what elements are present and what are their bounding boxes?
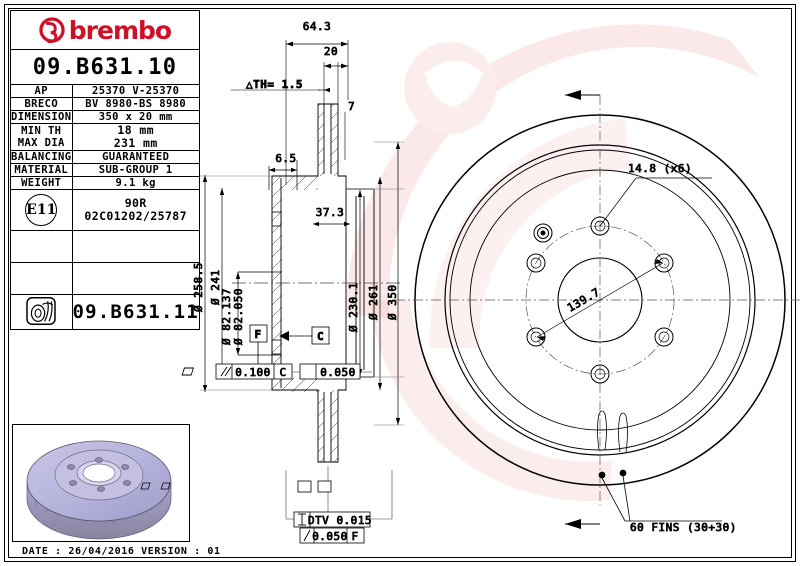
gdt-runout-datum: F xyxy=(351,530,358,543)
dim-dia-230-1: Ø 230.1 xyxy=(347,282,360,332)
note-hole-size: 14.8 (x6) xyxy=(628,162,692,175)
row-value-min-th-max-dia: 18 mm 231 mm xyxy=(71,122,200,152)
value-max-dia: 231 mm xyxy=(113,136,158,151)
homologation-line1: 90R xyxy=(124,196,147,211)
blank-cell-left-2 xyxy=(10,262,73,296)
dim-overall-width: 64.3 xyxy=(303,20,332,33)
datum-c-label: C xyxy=(317,330,324,343)
row-label-min-th-max-dia: MIN TH MAX DIA xyxy=(10,122,73,152)
blank-cell-right xyxy=(71,230,200,264)
homologation-value-cell: 90R 02C01202/25787 xyxy=(71,189,200,232)
gdt-flatness-value: 0.050 xyxy=(320,366,356,379)
blank-cell-right-2 xyxy=(71,262,200,296)
table-row: AP 25370 V-25370 xyxy=(10,84,200,98)
part-number-alt: 09.B631.11 xyxy=(72,301,199,324)
label-max-dia: MAX DIA xyxy=(17,137,65,150)
gdt-dtv-text: DTV 0.015 xyxy=(308,514,372,527)
brake-disc-icon xyxy=(26,296,56,325)
dim-hat-slot: 20 xyxy=(324,45,338,58)
note-fins: 60 FINS (30+30) xyxy=(630,521,737,534)
gdt-parallelism-value: 0.100 xyxy=(235,366,271,379)
table-row: WEIGHT 9.1 kg xyxy=(10,176,200,191)
gdt-dtv-value: 0.015 xyxy=(336,514,372,527)
dim-th-tolerance: △TH= 1.5 xyxy=(246,78,303,91)
alt-part-number-cell: 09.B631.11 xyxy=(71,294,200,331)
blank-row xyxy=(10,262,200,296)
brembo-mark-icon xyxy=(39,17,65,43)
dim-hat-offset: 6.5 xyxy=(275,152,296,165)
table-row: MATERIAL SUB-GROUP 1 xyxy=(10,163,200,178)
row-label-breco: BRECO xyxy=(10,97,73,111)
logo-row: brembo xyxy=(10,10,200,50)
row-value-ap: 25370 V-25370 xyxy=(71,84,200,98)
alt-part-number-row: 09.B631.11 xyxy=(10,294,200,331)
brake-disc-photo-illustration xyxy=(26,440,172,540)
spec-table: brembo 09.B631.10 AP 25370 V-25370 BRECO… xyxy=(10,10,200,331)
product-photo xyxy=(12,424,190,542)
dim-dia-261: Ø 261 xyxy=(367,284,380,320)
homologation-line2: 02C01202/25787 xyxy=(84,209,187,224)
table-row: MIN TH MAX DIA 18 mm 231 mm xyxy=(10,122,200,152)
brembo-wordmark: brembo xyxy=(68,15,172,45)
homologation-row: E11 90R 02C01202/25787 xyxy=(10,189,200,232)
dim-dia-258-5: Ø 258.5 xyxy=(192,262,205,312)
datum-f-label: F xyxy=(254,328,261,341)
dim-pad-depth: 37.3 xyxy=(316,206,345,219)
gdt-runout-value: 0.050 xyxy=(312,530,348,543)
table-row: BRECO BV 8980-BS 8980 xyxy=(10,97,200,111)
sheet-border-inner xyxy=(8,8,792,558)
row-value-dimension: 350 x 20 mm xyxy=(71,110,200,124)
part-number-main: 09.B631.10 xyxy=(32,54,178,80)
label-min-th: MIN TH xyxy=(21,125,62,138)
row-label-weight: WEIGHT xyxy=(10,176,73,191)
gdt-parallelism-datum: C xyxy=(279,366,286,379)
blank-row xyxy=(10,230,200,264)
dim-dia-82-137: Ø 82.137 xyxy=(220,288,233,345)
value-min-th: 18 mm xyxy=(117,123,154,137)
dim-dia-241: Ø 241 xyxy=(209,269,222,305)
sheet-border-outer xyxy=(4,4,796,562)
table-row: DIMENSION 350 x 20 mm xyxy=(10,110,200,124)
e11-badge: E11 xyxy=(25,194,58,227)
dim-dia-350: Ø 350 xyxy=(386,284,399,320)
gdt-dtv-label: DTV xyxy=(308,514,329,527)
dim-dia-82-050: Ø 82.050 xyxy=(232,288,245,345)
row-value-breco: BV 8980-BS 8980 xyxy=(71,97,200,111)
dim-flange-thickness: 7 xyxy=(348,100,355,113)
brembo-logo-cell: brembo xyxy=(10,10,200,50)
date-version-line: DATE : 26/04/2016 VERSION : 01 xyxy=(22,546,221,557)
